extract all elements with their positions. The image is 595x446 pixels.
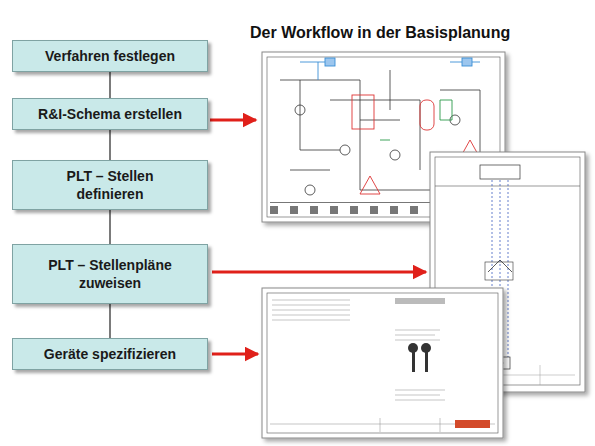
process-box: R&I-Schema erstellen	[12, 98, 208, 130]
step-label: R&I-Schema erstellen	[38, 105, 182, 123]
diagram-title: Der Workflow in der Basisplanung	[250, 24, 510, 42]
process-box: PLT – Stellenpläne zuweisen	[12, 244, 208, 304]
process-box: Verfahren festlegen	[12, 40, 208, 72]
flow-connector	[109, 304, 110, 338]
flow-connector	[109, 210, 110, 244]
step-label: Verfahren festlegen	[45, 47, 175, 65]
step-label: Geräte spezifizieren	[44, 345, 176, 363]
process-box: PLT – Stellen definieren	[12, 160, 208, 210]
flow-connector	[109, 130, 110, 160]
step-label: PLT – Stellen definieren	[54, 167, 166, 203]
process-box: Geräte spezifizieren	[12, 338, 208, 370]
pointer-arrow	[210, 120, 426, 354]
step-label: PLT – Stellenpläne zuweisen	[35, 256, 185, 292]
flow-connector	[109, 72, 110, 98]
datasheet-screenshot	[262, 288, 503, 438]
